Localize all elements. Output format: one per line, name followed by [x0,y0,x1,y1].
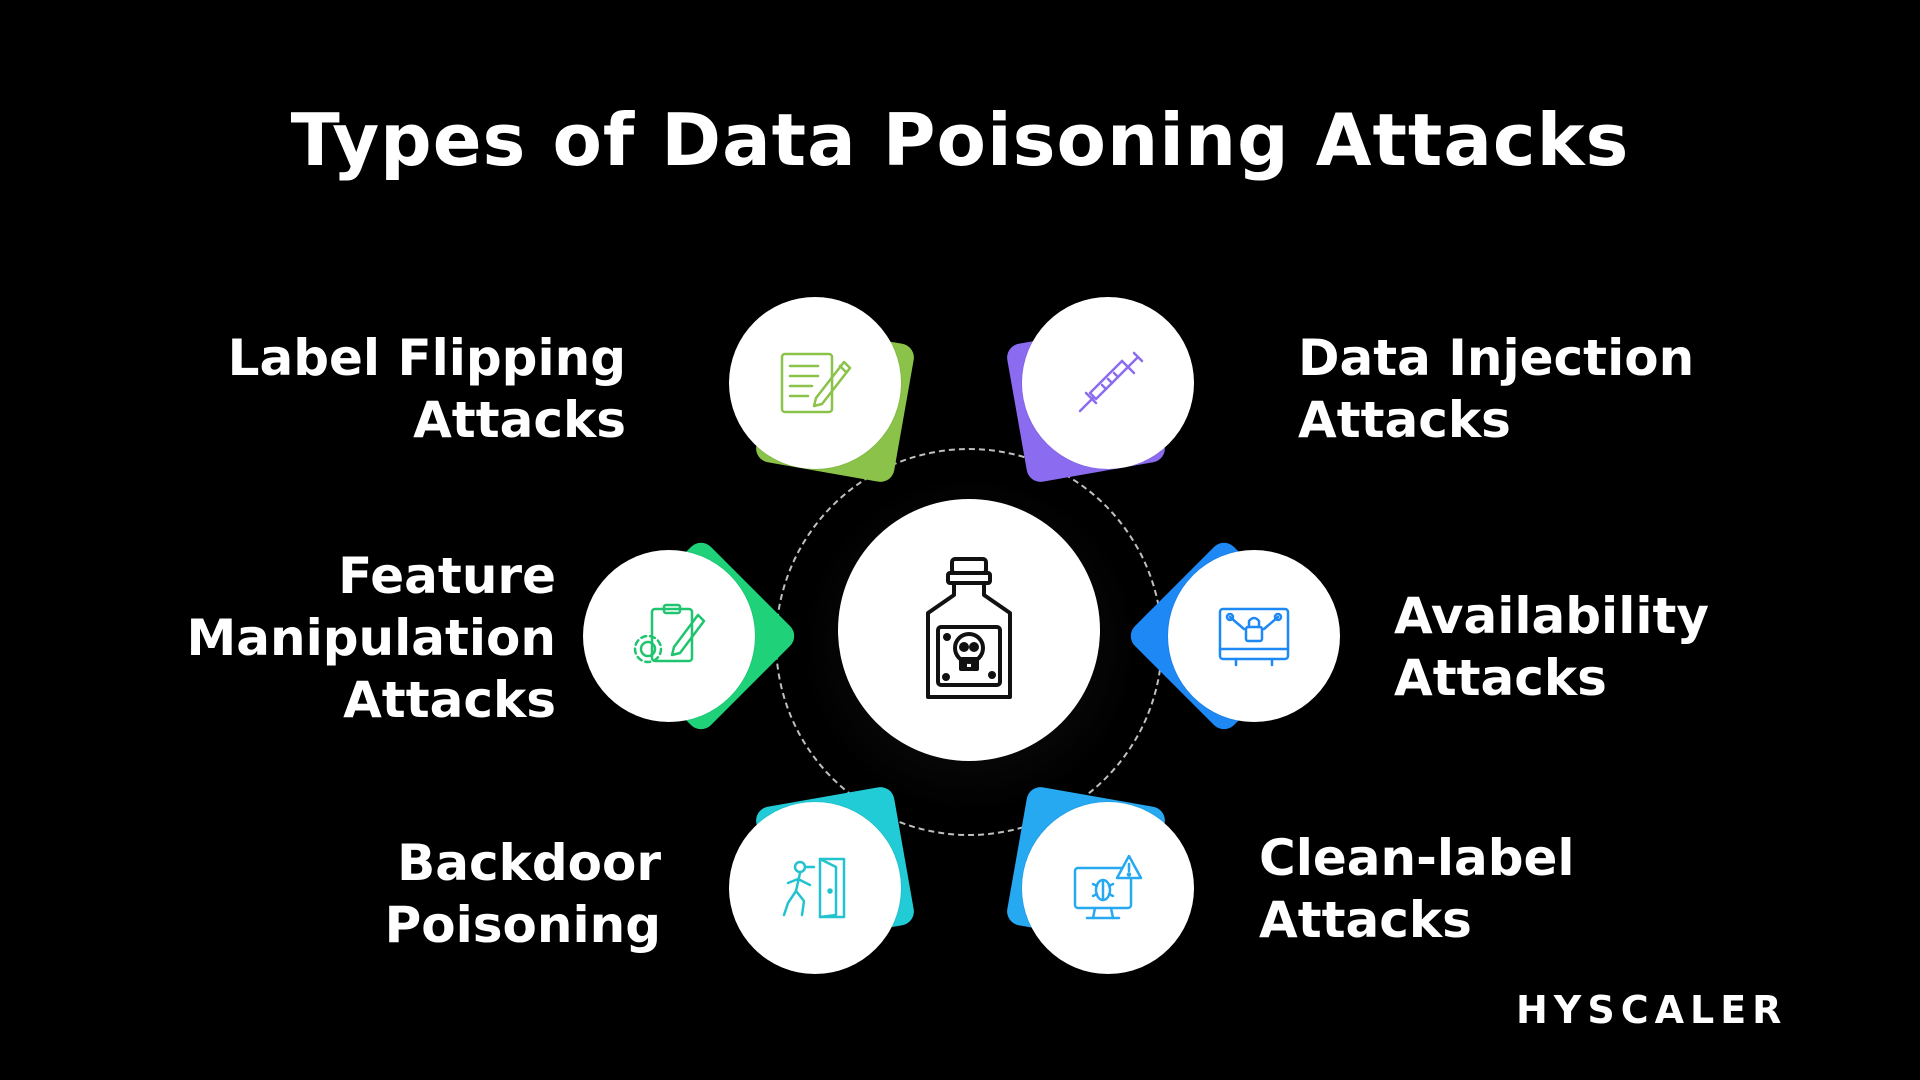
page-title: Types of Data Poisoning Attacks [290,98,1630,182]
label-label-flipping: Label Flipping Attacks [228,327,626,451]
label-line: Attacks [1298,391,1511,449]
node-circle [1022,802,1194,974]
node-circle [729,802,901,974]
node-feature-manipulation [583,537,800,735]
bug-monitor-icon [1073,854,1143,920]
label-line: Attacks [413,391,626,449]
node-backdoor-poisoning [729,784,917,974]
node-availability [1125,537,1340,735]
label-line: Attacks [343,671,556,729]
brand-logo: HYSCALER [1516,988,1788,1032]
label-line: Label Flipping [227,329,626,387]
label-data-injection: Data Injection Attacks [1298,327,1694,451]
label-line: Feature [338,547,556,605]
node-label-flipping [729,297,917,485]
label-line: Data Injection [1298,329,1695,387]
syringe-icon [1078,351,1144,413]
label-clean-label: Clean-label Attacks [1259,827,1575,951]
gear-edit-icon [633,603,706,664]
label-line: Clean-label [1259,829,1575,887]
document-edit-icon [780,352,852,414]
label-line: Manipulation [186,609,556,667]
poison-bottle-icon [926,557,1012,699]
node-circle [1022,297,1194,469]
label-line: Backdoor [397,834,661,892]
center-node [838,499,1100,761]
label-line: Poisoning [384,896,661,954]
label-availability: Availability Attacks [1394,585,1709,709]
label-line: Attacks [1394,649,1607,707]
locked-screen-icon [1218,607,1290,667]
node-data-injection [1004,297,1194,485]
exit-door-icon [782,857,846,919]
node-circle [583,550,755,722]
node-clean-label [1004,784,1194,974]
label-line: Attacks [1259,891,1472,949]
label-line: Availability [1394,587,1709,645]
node-circle [729,297,901,469]
label-feature-manipulation: Feature Manipulation Attacks [187,545,556,731]
label-backdoor-poisoning: Backdoor Poisoning [385,832,661,956]
node-circle [1168,550,1340,722]
